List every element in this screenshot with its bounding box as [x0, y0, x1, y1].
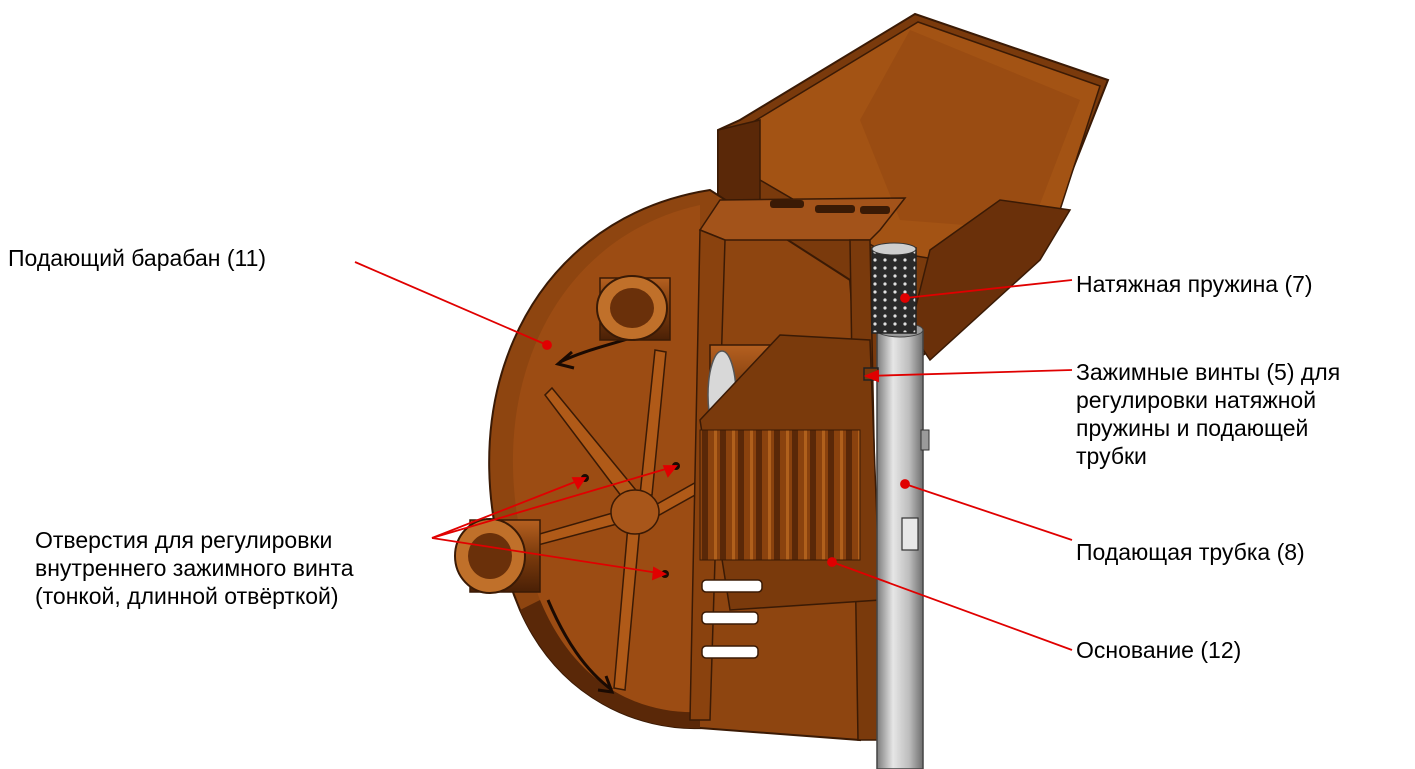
- drum-spokes: [535, 349, 705, 691]
- upper-outlet: [596, 275, 671, 341]
- feed-drum-rim: [520, 600, 700, 729]
- drum-hub: [610, 489, 660, 535]
- label-base: Основание (12): [1076, 637, 1242, 663]
- label-clamp-screws: Зажимные винты (5) для регулировки натяж…: [1076, 359, 1341, 469]
- tension-spring: [871, 247, 917, 334]
- label-tension-spring: Натяжная пружина (7): [1076, 271, 1313, 297]
- top-bracket-slots: [770, 200, 890, 214]
- label-feed-tube: Подающая трубка (8): [1076, 539, 1305, 565]
- label-feed-drum: Подающий барабан (11): [8, 245, 267, 271]
- tube-tab: [901, 517, 919, 551]
- lower-outlet: [454, 518, 541, 594]
- clamp-screw-right: [920, 429, 930, 451]
- base-ribs: [699, 429, 861, 561]
- lower-slots: [701, 579, 763, 659]
- spring-top: [871, 242, 917, 256]
- hopper-floor: [860, 30, 1080, 230]
- leader-lines: [354, 261, 1073, 651]
- label-adjust-holes: Отверстия для регулировки внутреннего за…: [35, 527, 354, 609]
